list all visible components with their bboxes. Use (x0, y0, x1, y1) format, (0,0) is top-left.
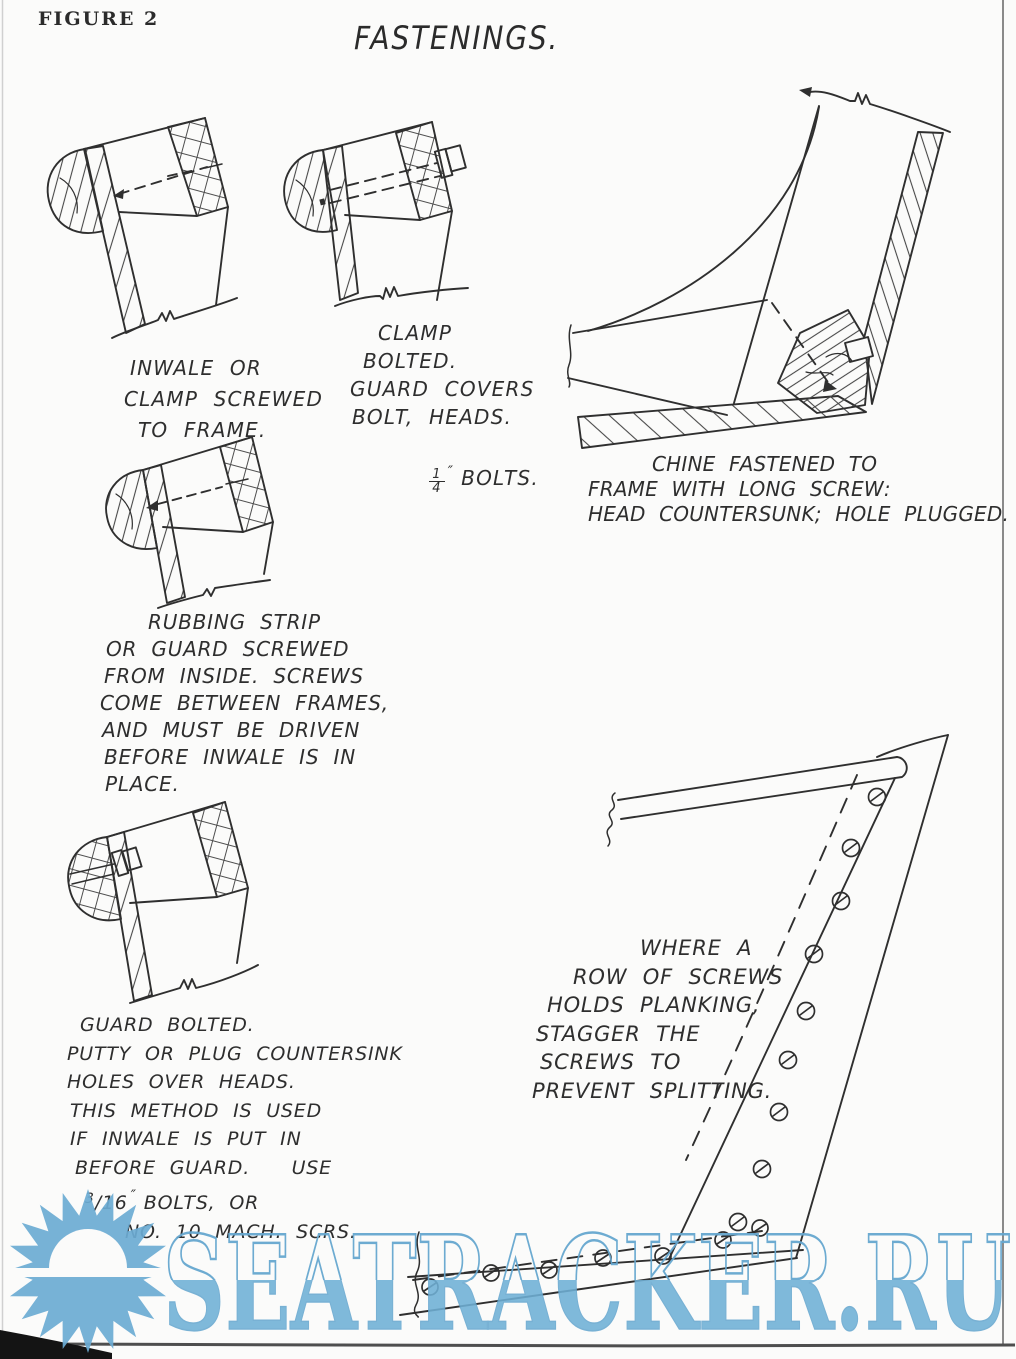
watermark-text-outline: SEATRACKER.RU (163, 1207, 1011, 1359)
guard-section (283, 149, 338, 233)
bottom-plank (577, 395, 867, 449)
sheer-curve (587, 106, 820, 332)
rail-end-cap (620, 756, 908, 820)
plank-top-edge (407, 1249, 804, 1278)
sketch-guard-bolted (67, 801, 259, 1004)
bolt-size-line: 3/16″BOLTS, OR (85, 1188, 260, 1214)
plank-top-edge (572, 299, 768, 334)
chine-block (777, 309, 871, 414)
screw-row-dashed (685, 774, 858, 1161)
watermark-text: SEATRACKER.RU SEATRACKER.RU (162, 1206, 1013, 1359)
screw-arrow (113, 189, 124, 199)
ground-break-line (157, 579, 271, 609)
rail-top-edge (617, 756, 898, 801)
caption-chine-screw: CHINE FASTENED TO FRAME WITH LONG SCREW:… (588, 452, 1010, 526)
sketch-inwale-screwed (46, 117, 238, 339)
ground-break-line (129, 964, 259, 1004)
sketch-chine-screw (566, 87, 951, 449)
bolt-dashed-top (329, 162, 438, 191)
screw-dashed-line (157, 486, 223, 505)
bottom-edge-line (37, 1342, 1016, 1348)
guard-grain (115, 493, 133, 530)
caption-inwale-screwed: INWALE OR CLAMP SCREWED TO FRAME. (124, 356, 324, 442)
plank-screws (421, 1219, 769, 1296)
caption-rubbing-strip: RUBBING STRIP OR GUARD SCREWED FROM INSI… (100, 610, 389, 796)
guard-section (105, 469, 158, 550)
frame-right-edge (236, 887, 249, 964)
frame-hatch-band (863, 131, 944, 405)
ground-break-line (111, 297, 238, 339)
bolt-shaft-bottom (71, 873, 115, 885)
frame-right-edge (436, 210, 453, 301)
corner-blob (0, 1330, 112, 1359)
screw-arrow (146, 500, 158, 511)
top-break-line (805, 90, 951, 133)
plank-bottom-edge (399, 1257, 798, 1316)
sketch-clamp-bolted (283, 121, 469, 307)
inwale-bottom-edge (162, 526, 244, 533)
caption-staggered-screws: WHERE A ROW OF SCREWS HOLDS PLANKING, ST… (532, 936, 784, 1103)
screw-dash-extra (167, 169, 197, 177)
sun-icon (5, 1189, 171, 1353)
sketch-rubbing-strip (105, 436, 274, 609)
break-arrow (799, 87, 812, 97)
plank-break-line (413, 1231, 421, 1318)
sun-horizon-band (5, 1268, 171, 1277)
bolt-point (319, 198, 326, 206)
chine-notch (844, 336, 874, 363)
frame-left-edge (668, 777, 896, 1260)
screw-dashed-line (118, 166, 208, 195)
screw-arrow (823, 380, 837, 392)
sketch-staggered-screws (399, 734, 949, 1318)
plank-break-mark (566, 324, 572, 388)
screw-in-block (225, 478, 249, 485)
rail-break-curl (606, 792, 616, 847)
chine-grain (825, 352, 853, 362)
guard-grain (59, 177, 78, 214)
frame-screws (728, 787, 887, 1232)
bolt-nut (121, 846, 143, 872)
frame-tip-curve (876, 734, 949, 758)
screw-in-block (204, 163, 223, 169)
caption-guard-bolted: GUARD BOLTED. PUTTY OR PLUG COUNTERSINK … (67, 1014, 403, 1243)
inwale-bottom-edge (344, 214, 421, 221)
watermark-text-fill: SEATRACKER.RU (163, 1207, 1011, 1359)
figure-label: FIGURE 2 (38, 8, 160, 30)
frame-right-edge (795, 734, 949, 1259)
frame-right-edge (215, 206, 229, 306)
guard-grain (295, 179, 314, 217)
sun-dome (49, 1229, 127, 1268)
bolt-dashed-bottom (329, 175, 441, 204)
screw-dashed-line (771, 302, 831, 386)
page-title: FASTENINGS. (354, 19, 560, 57)
bolt-shaft-top (69, 863, 115, 875)
chine-grain2 (805, 371, 834, 376)
caption-clamp-bolted: CLAMP BOLTED. GUARD COVERS BOLT, HEADS. … (350, 319, 539, 522)
inwale-bottom-edge (118, 211, 198, 217)
bolt-nut (444, 144, 467, 173)
inwale-bottom-edge (129, 896, 218, 904)
ground-break-line (334, 286, 469, 307)
frame-right-edge (263, 521, 274, 575)
